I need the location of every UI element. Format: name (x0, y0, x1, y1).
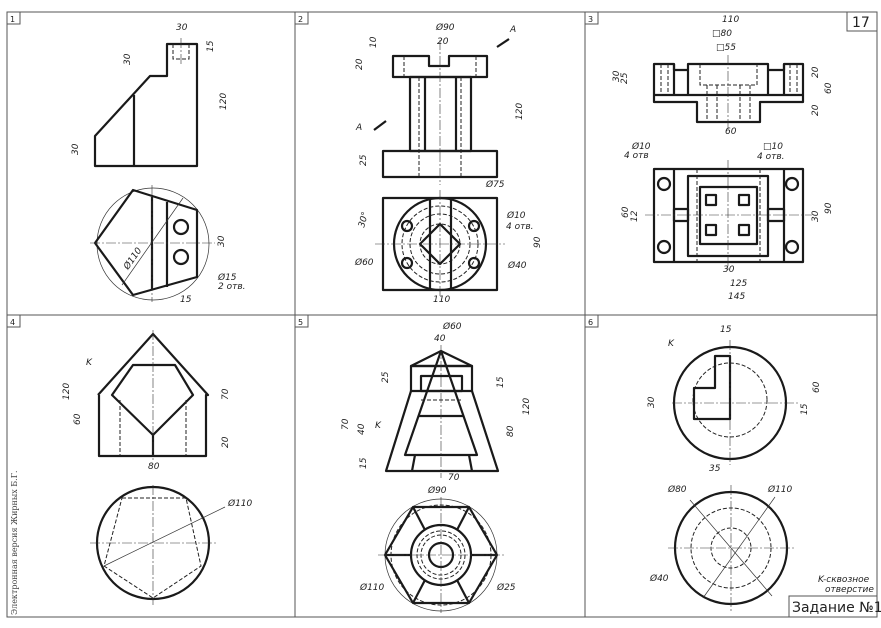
dimension-label: 10 (369, 36, 379, 48)
panel-3-drawing (645, 55, 812, 270)
side-note: Электронная версия Жирных Б.Г. (10, 470, 19, 615)
dimension-label: Ø110 (227, 498, 253, 509)
dimension-label: 110 (433, 295, 450, 305)
legend-line-1: K-сквозное (818, 575, 870, 585)
dimension-label: 20 (811, 104, 821, 116)
dimension-label: □80 (712, 29, 732, 39)
dimension-label: 110 (722, 15, 739, 25)
dimension-label: 120 (522, 398, 532, 415)
dimension-label: 2 отв. (218, 282, 246, 292)
dimension-label: 70 (341, 418, 351, 430)
dimension-label: 20 (811, 66, 821, 78)
dimension-label: 4 отв (624, 151, 649, 161)
panel-number-1: 1 (10, 15, 15, 24)
dimension-label: 90 (533, 236, 543, 248)
dimension-label: 15 (496, 376, 506, 388)
dimension-label: 30 (217, 235, 227, 247)
dimension-label: Ø75 (485, 179, 505, 190)
dimension-label: 60 (824, 82, 834, 94)
dimension-label: Ø10 (506, 210, 526, 221)
dimension-label: 25 (359, 154, 369, 166)
sheet-frame (6, 11, 878, 618)
dimension-label: 4 отв. (506, 222, 534, 232)
dimension-label: Ø60 (354, 257, 374, 268)
dimension-label: 60 (621, 206, 631, 218)
dimension-label: 15 (180, 295, 192, 305)
dimension-label: 30 (647, 396, 657, 408)
dimension-label: 30 (811, 210, 821, 222)
dimension-label: Ø40 (507, 260, 527, 271)
dimension-label: 25 (381, 371, 391, 383)
dimension-label: □55 (716, 43, 736, 53)
dimension-label: 60 (725, 127, 737, 137)
dimension-label: 145 (728, 292, 745, 302)
dimension-label: 20 (221, 436, 231, 448)
dimension-label: 30 (612, 70, 622, 82)
dimension-label: Ø15 (217, 272, 237, 283)
dimension-label: 80 (506, 425, 516, 437)
dimension-label: 30 (176, 23, 188, 33)
panel-number-4: 4 (10, 318, 15, 327)
dimension-label: Ø80 (667, 484, 687, 495)
dimension-label: K (668, 339, 675, 349)
panel-4-drawing (90, 330, 226, 605)
dimension-label: 35 (709, 464, 721, 474)
panel-number-6: 6 (588, 318, 593, 327)
panel-number-3: 3 (588, 15, 593, 24)
dimension-label: 15 (206, 40, 216, 52)
dimension-label: Ø110 (767, 484, 793, 495)
dimension-label: 30 (723, 265, 735, 275)
dimension-label: 40 (434, 334, 446, 344)
panel-2-drawing (373, 38, 510, 298)
dimension-label: Ø40 (649, 573, 669, 584)
dimension-label: 20 (355, 58, 365, 70)
variant-number: 17 (852, 15, 870, 31)
dimension-label: 15 (359, 457, 369, 469)
dimension-label: 4 отв. (757, 152, 785, 162)
panel-5-drawing (378, 345, 504, 613)
dimension-label: 20 (437, 37, 449, 47)
panel-1-drawing (90, 38, 215, 302)
dimension-label: □10 (763, 142, 783, 152)
dimension-label: 25 (620, 72, 630, 84)
panel-6-drawing (668, 340, 800, 612)
dimension-label: 40 (357, 423, 367, 435)
dimension-label: Ø90 (427, 485, 447, 496)
panel-number-2: 2 (298, 15, 303, 24)
dimension-label: 80 (148, 462, 160, 472)
dimension-label: 12 (630, 210, 640, 222)
dimension-label: Ø90 (435, 22, 455, 33)
dimension-label: K (86, 358, 93, 368)
dimension-label: 60 (812, 381, 822, 393)
dimension-label: A (509, 25, 516, 35)
dimension-label: Ø25 (496, 582, 516, 593)
dimension-label: 30 (71, 143, 81, 155)
dimension-label: 125 (730, 279, 747, 289)
dimension-label: 90 (824, 202, 834, 214)
dimension-label: 120 (62, 383, 72, 400)
dimension-label: A (355, 123, 362, 133)
dimension-label: 60 (73, 413, 83, 425)
dimension-label: K (375, 421, 382, 431)
dimension-label: 30° (357, 211, 371, 229)
dimension-label: Ø110 (121, 245, 145, 272)
dimension-label: 70 (448, 473, 460, 483)
dimension-label: 120 (219, 93, 229, 110)
panel-number-5: 5 (298, 318, 303, 327)
dimension-label: Ø10 (631, 141, 651, 152)
dimension-label: 30 (123, 53, 133, 65)
legend-line-2: отверстие (825, 585, 874, 595)
dimension-label: 15 (800, 403, 810, 415)
dimension-label: Ø110 (359, 582, 385, 593)
dimension-label: 120 (515, 103, 525, 120)
dimension-label: Ø60 (442, 321, 462, 332)
task-title: Задание №17 (792, 600, 881, 616)
dimension-label: 70 (221, 388, 231, 400)
dimension-label: 15 (720, 325, 732, 335)
